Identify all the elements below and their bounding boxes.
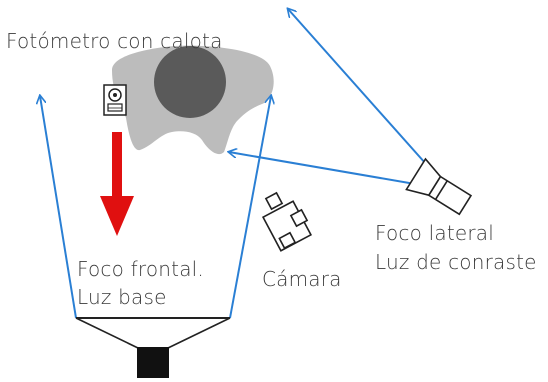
side-beam-to-subject bbox=[229, 152, 416, 185]
light-meter-icon bbox=[103, 84, 127, 116]
front-beam-right bbox=[229, 96, 271, 319]
softbox-icon bbox=[75, 317, 231, 378]
subject-head bbox=[112, 45, 274, 155]
light-beams bbox=[40, 9, 427, 319]
front-light-label: Foco frontal. bbox=[77, 257, 204, 281]
subject-face bbox=[154, 46, 226, 118]
side-beam-up bbox=[288, 9, 427, 165]
side-light-label: Foco lateral bbox=[375, 221, 495, 245]
spotlight-icon bbox=[405, 157, 473, 216]
camera-icon bbox=[261, 191, 313, 252]
side-light-sublabel: Luz de conraste bbox=[375, 250, 537, 274]
photometer-label: Fotómetro con calota bbox=[6, 29, 223, 53]
front-light-sublabel: Luz base bbox=[77, 285, 167, 309]
front-beam-left bbox=[40, 96, 77, 319]
camera-label: Cámara bbox=[262, 267, 342, 291]
front-light-direction-arrow bbox=[100, 132, 134, 236]
